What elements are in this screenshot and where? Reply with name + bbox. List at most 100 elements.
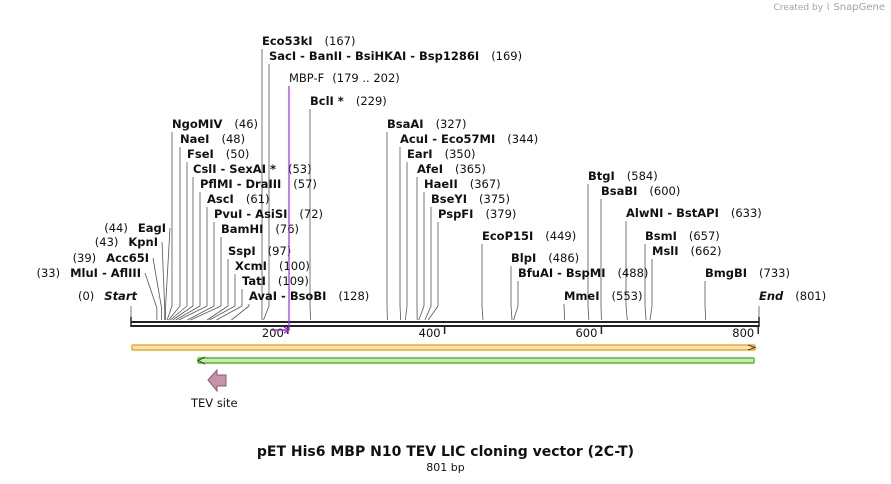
enzyme-site-start[interactable]: (0)Start — [78, 289, 138, 303]
enzyme-site-blpi[interactable]: BlpI(486) — [511, 251, 579, 265]
enzyme-site-csli[interactable]: CslI - SexAI *(53) — [193, 162, 312, 176]
enzyme-name: NaeI — [180, 132, 209, 146]
primer-name-text: MBP-F — [289, 71, 324, 85]
sequence-map: (0)Start (33)MluI - AflIII(39)Acc65I (43)K… — [36, 34, 826, 393]
cut-site-leader — [152, 257, 162, 320]
enzyme-site-pvui[interactable]: PvuI - AsiSI(72) — [214, 207, 323, 221]
cut-site-leader — [161, 241, 166, 320]
enzyme-site-acui[interactable]: AcuI - Eco57MI(344) — [400, 132, 538, 146]
enzyme-label: PspFI(379) — [438, 207, 516, 221]
enzyme-site-tati[interactable]: TatI(109) — [242, 274, 309, 288]
enzyme-label: BfuAI - BspMI(488) — [518, 266, 648, 280]
enzyme-site-pspfi[interactable]: PspFI(379) — [438, 207, 516, 221]
enzyme-site-msli[interactable]: MslI(662) — [652, 244, 721, 258]
enzyme-site-mmei[interactable]: MmeI(553) — [564, 289, 642, 303]
enzyme-name: EagI — [138, 221, 166, 235]
enzyme-label: BsaBI(600) — [601, 184, 680, 198]
primer-mbp-f[interactable]: MBP-F(179 .. 202) — [271, 71, 400, 334]
enzyme-site-avai[interactable]: AvaI - BsoBI(128) — [249, 289, 369, 303]
enzyme-label: EcoP15I(449) — [482, 229, 576, 243]
enzyme-label: (33)MluI - AflIII — [36, 266, 141, 280]
enzyme-site-eco53ki[interactable]: Eco53kI(167) — [262, 34, 355, 48]
enzyme-name: FseI — [187, 147, 214, 161]
ruler-tick-label: 200 — [262, 326, 284, 340]
cut-site-leader — [187, 222, 215, 321]
enzyme-position: (327) — [436, 117, 467, 131]
backbone-bottom-strand — [131, 325, 759, 327]
enzyme-site-btgi[interactable]: BtgI(584) — [588, 169, 658, 183]
enzyme-site-ecop15i[interactable]: EcoP15I(449) — [482, 229, 576, 243]
enzyme-position: (128) — [338, 289, 369, 303]
enzyme-name: End — [759, 289, 784, 303]
enzyme-position: (0) — [78, 289, 94, 303]
enzyme-site-eagi[interactable]: (44)EagI — [104, 221, 166, 235]
enzyme-site-bsabi[interactable]: BsaBI(600) — [601, 184, 680, 198]
enzyme-site-bfuai[interactable]: BfuAI - BspMI(488) — [518, 266, 648, 280]
green-feature-bar — [197, 357, 755, 364]
enzyme-site-bamhi[interactable]: BamHI(76) — [221, 222, 299, 236]
enzyme-site-bcli[interactable]: BclI *(229) — [310, 94, 387, 108]
enzyme-label: BsaAI(327) — [387, 117, 467, 131]
ruler-tick-label: 400 — [419, 326, 441, 340]
enzyme-site-bsaai[interactable]: BsaAI(327) — [387, 117, 467, 131]
enzyme-site-eari[interactable]: EarI(350) — [407, 147, 476, 161]
cut-site-leader — [168, 147, 181, 321]
enzyme-site-ngomiv[interactable]: NgoMIV(46) — [172, 117, 258, 131]
enzyme-site-sspi[interactable]: SspI(97) — [228, 244, 291, 258]
enzyme-label: End(801) — [759, 289, 826, 303]
enzyme-name: BamHI — [221, 222, 263, 236]
enzyme-name: SexAI * — [229, 162, 276, 176]
enzyme-site-naei[interactable]: NaeI(48) — [180, 132, 245, 146]
enzyme-position: (39) — [73, 251, 97, 265]
enzyme-site-kpni[interactable]: (43)KpnI — [95, 235, 158, 249]
cut-site-leader — [587, 184, 590, 321]
enzyme-site-asci[interactable]: AscI(61) — [207, 192, 269, 206]
enzyme-site-bmgbi[interactable]: BmgBI(733) — [705, 266, 790, 280]
enzyme-site-bseyi[interactable]: BseYI(375) — [431, 192, 510, 206]
enzyme-site-afei[interactable]: AfeI(365) — [417, 162, 486, 176]
feature-tev-site[interactable] — [207, 368, 227, 393]
enzyme-name: EcoP15I — [482, 229, 533, 243]
cut-site-leader — [231, 304, 250, 321]
enzyme-name: PvuI — [214, 207, 242, 221]
enzyme-label: (43)KpnI — [95, 235, 158, 249]
enzyme-position: (33) — [36, 266, 60, 280]
enzyme-name: AlwNI — [626, 206, 663, 220]
enzyme-name: BlpI — [511, 251, 536, 265]
enzyme-site-saci[interactable]: SacI - BanII - BsiHKAI - Bsp1286I(169) — [269, 49, 522, 63]
enzyme-site-mlui[interactable]: (33)MluI - AflIII — [36, 266, 141, 280]
cut-site-leader — [263, 64, 270, 321]
enzyme-name: AvaI — [249, 289, 277, 303]
enzyme-position: (61) — [246, 192, 270, 206]
enzyme-name: XcmI — [235, 259, 267, 273]
feature-green[interactable] — [196, 356, 755, 365]
enzyme-site-alwni[interactable]: AlwNI - BstAPI(633) — [626, 206, 762, 220]
enzyme-site-fsei[interactable]: FseI(50) — [187, 147, 249, 161]
enzyme-label: XcmI(100) — [235, 259, 310, 273]
enzyme-separator: - — [428, 132, 441, 146]
enzyme-label: AscI(61) — [207, 192, 269, 206]
enzyme-separator: - — [98, 266, 111, 280]
primer-arrow — [271, 326, 291, 334]
enzyme-position: (365) — [455, 162, 486, 176]
cut-site-leader — [424, 207, 432, 321]
green-feature-arrow — [196, 356, 206, 365]
enzyme-name: CslI — [193, 162, 217, 176]
cut-site-leader — [169, 162, 188, 321]
enzyme-name: BsoBI — [290, 289, 327, 303]
enzyme-site-acc65i[interactable]: (39)Acc65I — [73, 251, 149, 265]
enzyme-label: BseYI(375) — [431, 192, 510, 206]
enzyme-name: SspI — [228, 244, 256, 258]
feature-orange[interactable] — [131, 344, 757, 351]
enzyme-site-end[interactable]: End(801) — [759, 289, 826, 303]
enzyme-position: (43) — [95, 235, 119, 249]
map-title: pET His6 MBP N10 TEV LIC cloning vector … — [256, 444, 635, 460]
enzyme-site-haeii[interactable]: HaeII(367) — [424, 177, 501, 191]
enzyme-name: PflMI — [200, 177, 233, 191]
enzyme-site-xcmi[interactable]: XcmI(100) — [235, 259, 310, 273]
enzyme-site-pflmi[interactable]: PflMI - DraIII(57) — [200, 177, 317, 191]
cut-site-leader — [190, 237, 222, 321]
enzyme-site-bsmi[interactable]: BsmI(657) — [645, 229, 720, 243]
enzyme-position: (169) — [491, 49, 522, 63]
enzyme-position: (379) — [485, 207, 516, 221]
